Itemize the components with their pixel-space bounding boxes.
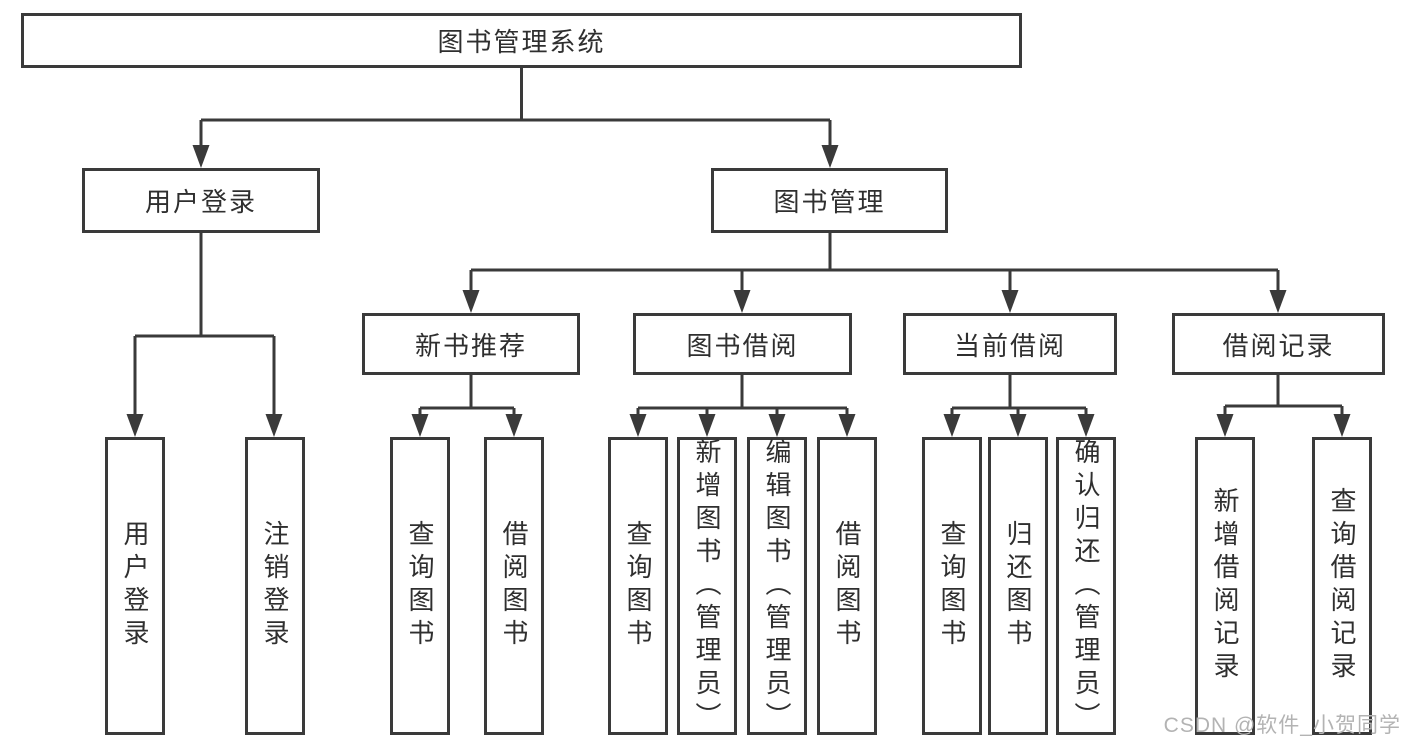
leaf-label: 新增借阅记录 [1210, 487, 1240, 685]
node-new-book-recommend: 新书推荐 [362, 313, 580, 375]
node-borrowing-records: 借阅记录 [1172, 313, 1385, 375]
leaf-label: 用户登录 [120, 520, 150, 652]
leaf-label: 借阅图书 [499, 520, 529, 652]
connector-current-borrowing-to-leaves [943, 375, 1095, 437]
leaf-label: 注销登录 [260, 520, 290, 652]
leaf-user-login: 用户登录 [105, 437, 165, 735]
leaf-add-books-admin: 新增图书（管理员） [677, 437, 737, 735]
connector-borrowing-records-to-leaves [1216, 375, 1351, 437]
connector-book-management-to-level2 [462, 233, 1287, 313]
leaf-label: 查询图书 [405, 520, 435, 652]
leaf-label: 借阅图书 [832, 520, 862, 652]
leaf-query-books-current: 查询图书 [922, 437, 982, 735]
leaf-label: 查询借阅记录 [1327, 487, 1357, 685]
leaf-return-books: 归还图书 [988, 437, 1048, 735]
connector-book-borrowing-to-leaves [629, 375, 856, 437]
node-user-login: 用户登录 [82, 168, 320, 233]
leaf-edit-books-admin: 编辑图书（管理员） [747, 437, 807, 735]
csdn-watermark: CSDN @软件_小贺同学 [1163, 714, 1401, 737]
node-current-borrowing: 当前借阅 [903, 313, 1117, 375]
node-book-borrowing: 图书借阅 [633, 313, 852, 375]
leaf-query-books-recommend: 查询图书 [390, 437, 450, 735]
node-book-management: 图书管理 [711, 168, 948, 233]
leaf-logout: 注销登录 [245, 437, 305, 735]
leaf-query-books-borrowing: 查询图书 [608, 437, 668, 735]
node-library-management-system: 图书管理系统 [21, 13, 1022, 68]
connector-root-to-level1 [192, 68, 839, 168]
leaf-label: 编辑图书（管理员） [762, 437, 792, 735]
leaf-label: 归还图书 [1003, 520, 1033, 652]
leaf-label: 新增图书（管理员） [692, 437, 722, 735]
leaf-label: 查询图书 [623, 520, 653, 652]
leaf-query-borrow-record: 查询借阅记录 [1312, 437, 1372, 735]
leaf-borrow-books: 借阅图书 [817, 437, 877, 735]
leaf-label: 查询图书 [937, 520, 967, 652]
leaf-confirm-return-admin: 确认归还（管理员） [1056, 437, 1116, 735]
leaf-label: 确认归还（管理员） [1071, 437, 1101, 735]
leaf-add-borrow-record: 新增借阅记录 [1195, 437, 1255, 735]
connector-new-book-recommend-to-leaves [411, 375, 523, 437]
connector-user-login-to-leaves [126, 233, 283, 437]
leaf-borrow-books-recommend: 借阅图书 [484, 437, 544, 735]
